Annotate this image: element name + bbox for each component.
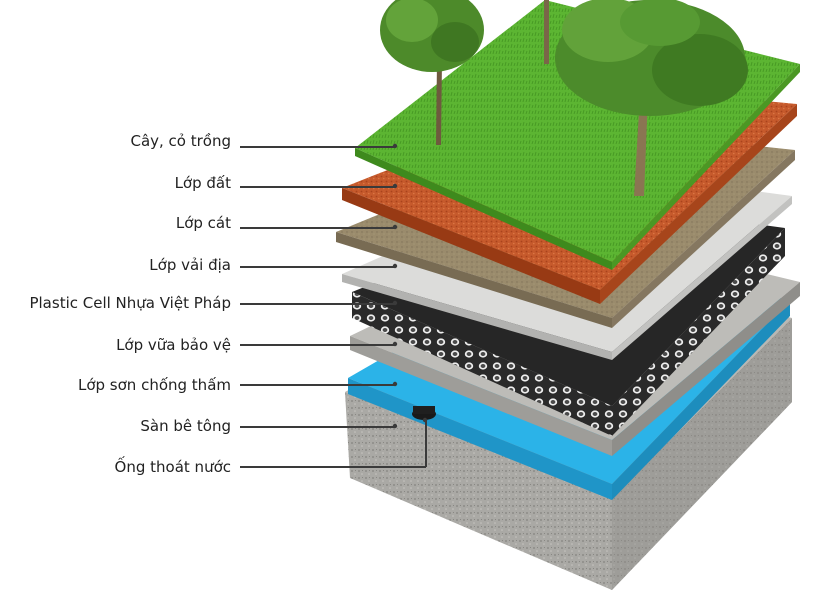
label-waterproofing: Lớp sơn chống thấm [77,376,231,394]
leader-concrete [240,426,395,428]
leader-drain-pipe [240,466,426,468]
tree-right [555,0,748,196]
label-drain-pipe: Ống thoát nước [114,458,231,476]
leader-mortar [240,344,395,346]
label-geotextile: Lớp vải địa [149,256,231,274]
leader-drain-pipe-riser [425,420,427,467]
label-plastic-cell: Plastic Cell Nhựa Việt Pháp [29,294,231,312]
leader-plants [240,146,395,148]
leader-geotextile [240,266,395,268]
drain-pipe [412,406,436,420]
leader-waterproofing [240,384,395,386]
label-soil: Lớp đất [174,174,231,192]
tree-left [380,0,484,145]
tree-back [544,0,549,64]
label-sand: Lớp cát [175,214,231,232]
label-plants: Cây, cỏ trồng [130,132,231,150]
leader-plastic-cell [240,303,395,305]
label-concrete: Sàn bê tông [140,417,231,435]
label-mortar: Lớp vữa bảo vệ [116,336,231,354]
leader-sand [240,227,395,229]
leader-soil [240,186,395,188]
